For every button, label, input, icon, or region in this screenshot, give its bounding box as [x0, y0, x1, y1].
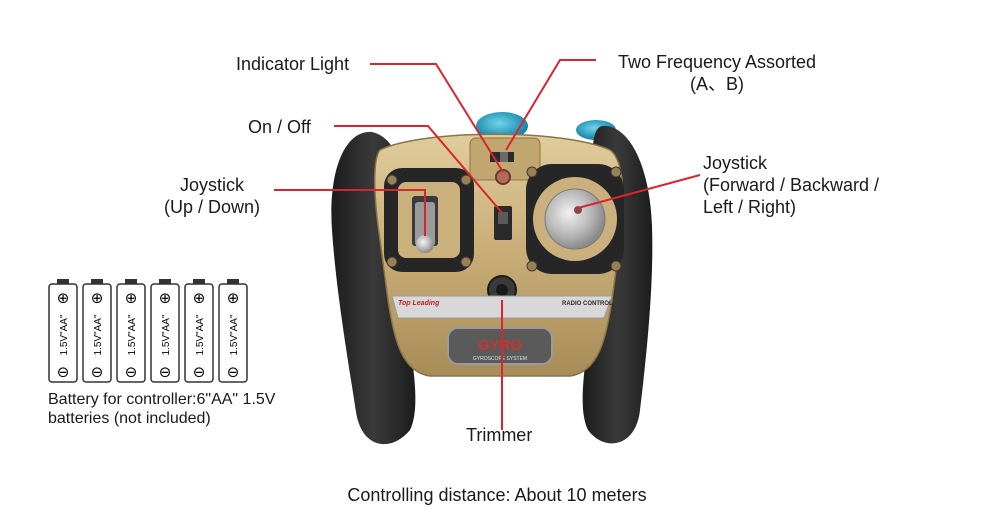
battery-icon: ⊕ 1.5V"AA" ⊖: [82, 279, 112, 383]
battery-label: 1.5V"AA": [93, 314, 104, 355]
label-on-off: On / Off: [248, 117, 311, 137]
label-joystick-right-sub2: Left / Right): [703, 197, 797, 217]
label-two-frequency-sub: (A、B): [690, 74, 744, 94]
battery-plus: ⊕: [57, 289, 70, 307]
indicator-light: [495, 169, 511, 185]
battery-label: 1.5V"AA": [127, 314, 138, 355]
battery-icon: ⊕ 1.5V"AA" ⊖: [184, 279, 214, 383]
label-two-frequency-title: Two Frequency Assorted: [617, 52, 817, 72]
battery-label: 1.5V"AA": [161, 314, 172, 355]
strip-right-text: RADIO CONTROL: [562, 301, 613, 307]
battery-caption-line1: Battery for controller:6"AA" 1.5V: [48, 391, 276, 408]
battery-caption: Battery for controller:6"AA" 1.5V batter…: [48, 390, 275, 428]
battery-minus: ⊖: [91, 363, 104, 381]
battery-minus: ⊖: [159, 363, 172, 381]
label-joystick-right-sub1: (Forward / Backward /: [703, 175, 880, 195]
label-joystick-left-title: Joystick: [179, 175, 244, 195]
battery-icon: ⊕ 1.5V"AA" ⊖: [150, 279, 180, 383]
battery-icon: ⊕ 1.5V"AA" ⊖: [218, 279, 248, 383]
battery-minus: ⊖: [227, 363, 240, 381]
battery-minus: ⊖: [193, 363, 206, 381]
battery-label: 1.5V"AA": [229, 314, 240, 355]
gyro-subtext: GYROSCOPE SYSTEM: [473, 356, 527, 362]
label-joystick-left: Joystick (Up / Down): [156, 174, 268, 218]
label-two-frequency: Two Frequency Assorted (A、B): [604, 51, 830, 95]
label-indicator-light: Indicator Light: [236, 54, 350, 74]
battery-label: 1.5V"AA": [195, 314, 206, 355]
battery-label: 1.5V"AA": [59, 314, 70, 355]
label-joystick-left-sub: (Up / Down): [163, 197, 261, 217]
label-joystick-right: Joystick (Forward / Backward / Left / Ri…: [703, 152, 879, 218]
battery-plus: ⊕: [193, 289, 206, 307]
battery-minus: ⊖: [125, 363, 138, 381]
left-joystick-knob: [416, 235, 434, 253]
battery-plus: ⊕: [91, 289, 104, 307]
gyro-text: GYRO: [478, 337, 523, 354]
right-joystick-knob: [544, 188, 606, 250]
frequency-switch-knob: [500, 152, 508, 162]
battery-icon: ⊕ 1.5V"AA" ⊖: [116, 279, 146, 383]
battery-plus: ⊕: [125, 289, 138, 307]
battery-minus: ⊖: [57, 363, 70, 381]
label-trimmer: Trimmer: [466, 425, 533, 445]
battery-icon: ⊕ 1.5V"AA" ⊖: [48, 279, 78, 383]
battery-plus: ⊕: [159, 289, 172, 307]
label-joystick-right-title: Joystick: [703, 153, 768, 173]
label-distance: Controlling distance: About 10 meters: [347, 485, 647, 505]
battery-caption-line2: batteries (not included): [48, 410, 211, 427]
battery-plus: ⊕: [227, 289, 240, 307]
gyro-badge: [447, 327, 553, 365]
battery-row: ⊕ 1.5V"AA" ⊖ ⊕ 1.5V"AA" ⊖ ⊕ 1.5V"AA" ⊖ ⊕ 1.5V"AA" ⊖…: [48, 279, 248, 383]
strip-left-text: Top Leading: [398, 300, 440, 307]
